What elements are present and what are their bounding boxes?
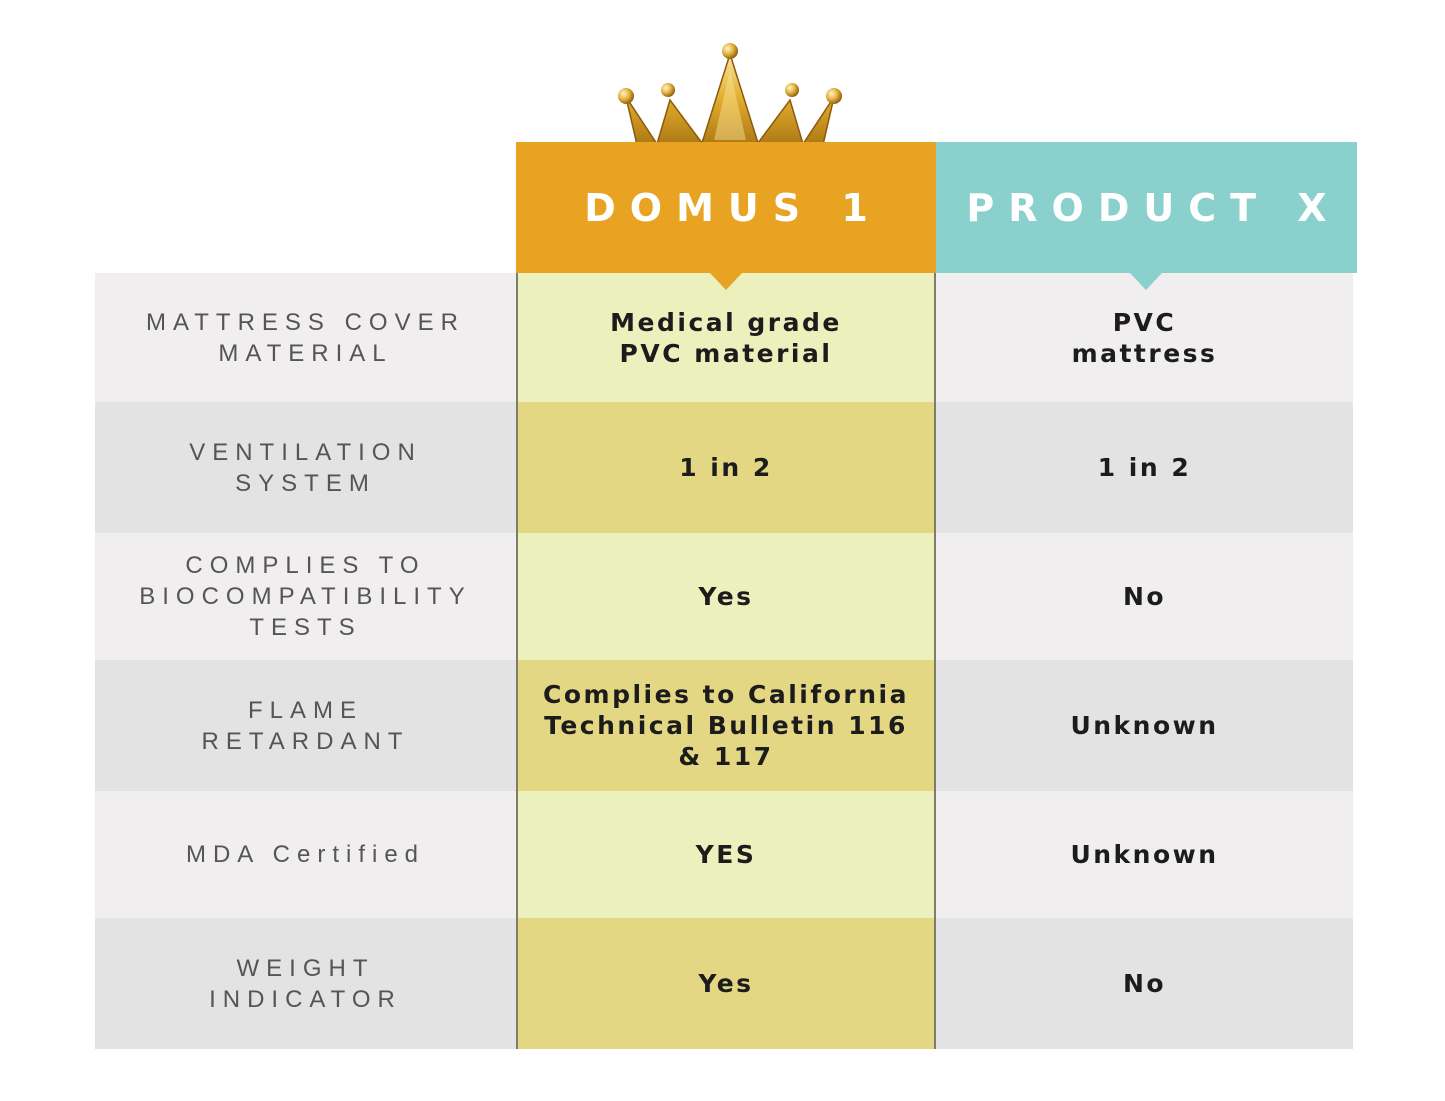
product-x-value: No (936, 533, 1353, 660)
domus-value: Yes (516, 918, 936, 1049)
table-row: MDA Certified YES Unknown (95, 791, 1353, 918)
product-x-value: 1 in 2 (936, 402, 1353, 533)
domus-value: Yes (516, 533, 936, 660)
domus-value: YES (516, 791, 936, 918)
product-x-value: Unknown (936, 660, 1353, 791)
row-label: MDA Certified (95, 791, 516, 918)
product-x-value: No (936, 918, 1353, 1049)
domus-value: 1 in 2 (516, 402, 936, 533)
domus-column-header: DOMUS 1 (516, 142, 936, 273)
product-x-column-header: PRODUCT X (936, 142, 1357, 273)
domus-header-pointer (710, 273, 742, 290)
product-x-header-pointer (1130, 273, 1162, 290)
product-x-value: Unknown (936, 791, 1353, 918)
